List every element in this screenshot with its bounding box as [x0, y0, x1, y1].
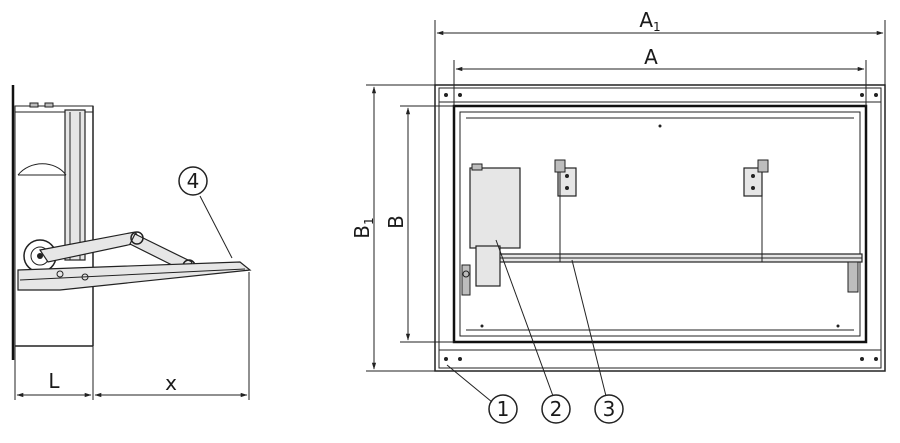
- callout-4-circle: [178, 166, 208, 196]
- outer-frame: [434, 84, 886, 372]
- dim-A-label: A: [644, 45, 658, 69]
- side-view: 4 L x: [11, 85, 252, 400]
- dim-B-label: B: [384, 215, 408, 229]
- inner-frame: [452, 104, 868, 344]
- lever-plate: [17, 261, 252, 291]
- callout-4-leader: [199, 195, 233, 259]
- callout-4-label: 4: [187, 169, 200, 193]
- callout-3-leader: [571, 259, 607, 397]
- callout-3-circle: [594, 394, 624, 424]
- callout-1-label: 1: [497, 397, 510, 421]
- callout-2-label: 2: [550, 397, 563, 421]
- actuator-box: [469, 167, 521, 249]
- dim-B1-label: B1: [350, 217, 376, 238]
- dim-L-label: L: [48, 369, 60, 393]
- callout-2-leader: [495, 239, 554, 397]
- side-flange: [64, 109, 86, 261]
- blade-curve: [17, 163, 67, 176]
- callout-2-circle: [541, 394, 571, 424]
- hanger-left: [554, 159, 577, 262]
- callout-1-leader: [446, 364, 493, 403]
- dim-x-label: x: [165, 371, 177, 395]
- link-arm-upper: [38, 231, 144, 263]
- hanger-right: [743, 159, 769, 262]
- front-view: A1 A B1 B 1 2 3: [350, 8, 886, 424]
- callout-3-label: 3: [603, 397, 616, 421]
- dim-A1-label: A1: [639, 8, 660, 34]
- callout-1-circle: [488, 394, 518, 424]
